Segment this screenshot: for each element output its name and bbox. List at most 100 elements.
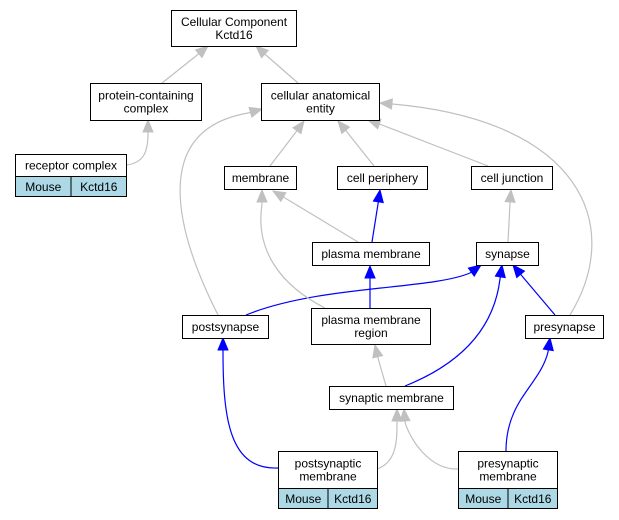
arrowhead-icon [378, 98, 393, 110]
edge-receptor-complex-to-protein-containing-complex [125, 118, 154, 166]
edge-presynapse-to-synapse [512, 263, 556, 316]
node-box [471, 166, 553, 190]
edge-plasma-membrane-to-cell-periphery [371, 188, 384, 243]
arrowhead-icon [372, 188, 384, 204]
node-box [278, 451, 378, 489]
edge-membrane-to-cellular-anatomical-entity [269, 119, 305, 167]
edge-postsynaptic-membrane-to-synaptic-membrane [376, 407, 403, 470]
arrowhead-icon [372, 343, 384, 359]
node-box [224, 166, 297, 190]
nodes-layer: Cellular ComponentKctd16protein-containi… [15, 10, 604, 509]
node-presynapse[interactable]: presynapse [525, 315, 604, 339]
arrowhead-icon [542, 336, 554, 352]
node-label: presynapse [533, 320, 595, 334]
node-label: membrane [232, 171, 290, 185]
edge-postsynapse-to-synapse [245, 264, 483, 316]
node-label: cell junction [481, 171, 544, 185]
arrowhead-icon [337, 119, 351, 135]
node-label: receptor complex [25, 159, 117, 173]
annotation-species: Mouse [285, 492, 321, 506]
node-label: Kctd16 [215, 28, 253, 42]
node-synaptic-membrane[interactable]: synaptic membrane [329, 386, 454, 410]
node-label: synapse [485, 247, 530, 261]
arrowhead-icon [194, 45, 209, 59]
arrowhead-icon [399, 407, 411, 422]
node-plasma-membrane[interactable]: plasma membrane [312, 242, 430, 266]
arrowhead-icon [248, 106, 264, 118]
arrowhead-icon [271, 190, 287, 203]
annotation-gene-cell [327, 488, 378, 509]
edge-presynaptic-membrane-to-presynapse [505, 336, 554, 452]
edge-presynapse-to-cellular-anatomical-entity [378, 98, 593, 316]
node-synapse[interactable]: synapse [476, 242, 539, 266]
arrowhead-icon [142, 118, 154, 133]
annotation-gene: Kctd16 [334, 492, 372, 506]
node-label: cellular anatomical [271, 89, 370, 103]
edge-presynaptic-membrane-to-synaptic-membrane [399, 407, 459, 470]
edge-cell-junction-to-cellular-anatomical-entity [366, 118, 489, 167]
annotation-gene-cell [507, 488, 558, 509]
annotation-species: Mouse [25, 180, 61, 194]
edge-plasma-membrane-region-to-plasma-membrane [364, 264, 376, 308]
edge-protein-containing-complex-to-root [161, 45, 209, 84]
node-box [525, 315, 604, 339]
arrowhead-icon [291, 119, 305, 135]
arrowhead-icon [504, 188, 516, 203]
arrowhead-icon [217, 336, 229, 351]
node-label: postsynaptic [295, 457, 362, 471]
arrowhead-icon [255, 45, 270, 59]
node-label: protein-containing [98, 89, 193, 103]
node-cell-periphery[interactable]: cell periphery [337, 166, 428, 190]
node-box [311, 308, 431, 345]
node-label: synaptic membrane [339, 391, 444, 405]
node-label: complex [124, 102, 169, 116]
edge-cellular-anatomical-entity-to-root [255, 45, 299, 84]
arrowhead-icon [256, 188, 268, 203]
annotation-gene-cell [70, 176, 127, 197]
arrowhead-icon [494, 263, 506, 279]
edge-postsynaptic-membrane-to-postsynapse [217, 336, 279, 469]
annotation-gene: Kctd16 [514, 492, 552, 506]
node-label: presynaptic [477, 457, 538, 471]
node-cell-junction[interactable]: cell junction [471, 166, 553, 190]
node-box [337, 166, 428, 190]
node-membrane[interactable]: membrane [224, 166, 297, 190]
node-box [171, 10, 297, 47]
edge-synaptic-membrane-to-synapse [404, 263, 506, 387]
node-label: postsynapse [192, 320, 260, 334]
edge-cell-periphery-to-cellular-anatomical-entity [337, 119, 375, 167]
arrowhead-icon [364, 264, 376, 279]
annotation-gene: Kctd16 [80, 180, 118, 194]
node-box [329, 386, 454, 410]
node-label: membrane [479, 470, 537, 484]
edge-plasma-membrane-region-to-membrane [256, 188, 326, 309]
annotation-species: Mouse [465, 492, 501, 506]
arrowhead-icon [391, 407, 403, 422]
node-postsynapse[interactable]: postsynapse [182, 315, 269, 339]
edge-postsynapse-to-cellular-anatomical-entity [179, 106, 264, 316]
node-label: Cellular Component [181, 15, 288, 29]
arrowhead-icon [467, 264, 483, 278]
node-box [261, 83, 380, 121]
arrowhead-icon [512, 263, 526, 279]
node-label: entity [306, 102, 335, 116]
edge-synapse-to-cell-junction [504, 188, 516, 243]
node-label: region [354, 326, 387, 340]
node-label: membrane [299, 470, 357, 484]
node-label: cell periphery [347, 171, 418, 185]
edges-layer [125, 45, 593, 470]
node-label: plasma membrane [321, 247, 421, 261]
node-box [182, 315, 269, 339]
node-box [458, 451, 558, 489]
node-box [90, 83, 202, 121]
edge-plasma-membrane-to-membrane [271, 190, 359, 243]
edge-synaptic-membrane-to-plasma-membrane-region [372, 343, 387, 387]
node-label: plasma membrane [321, 313, 421, 327]
